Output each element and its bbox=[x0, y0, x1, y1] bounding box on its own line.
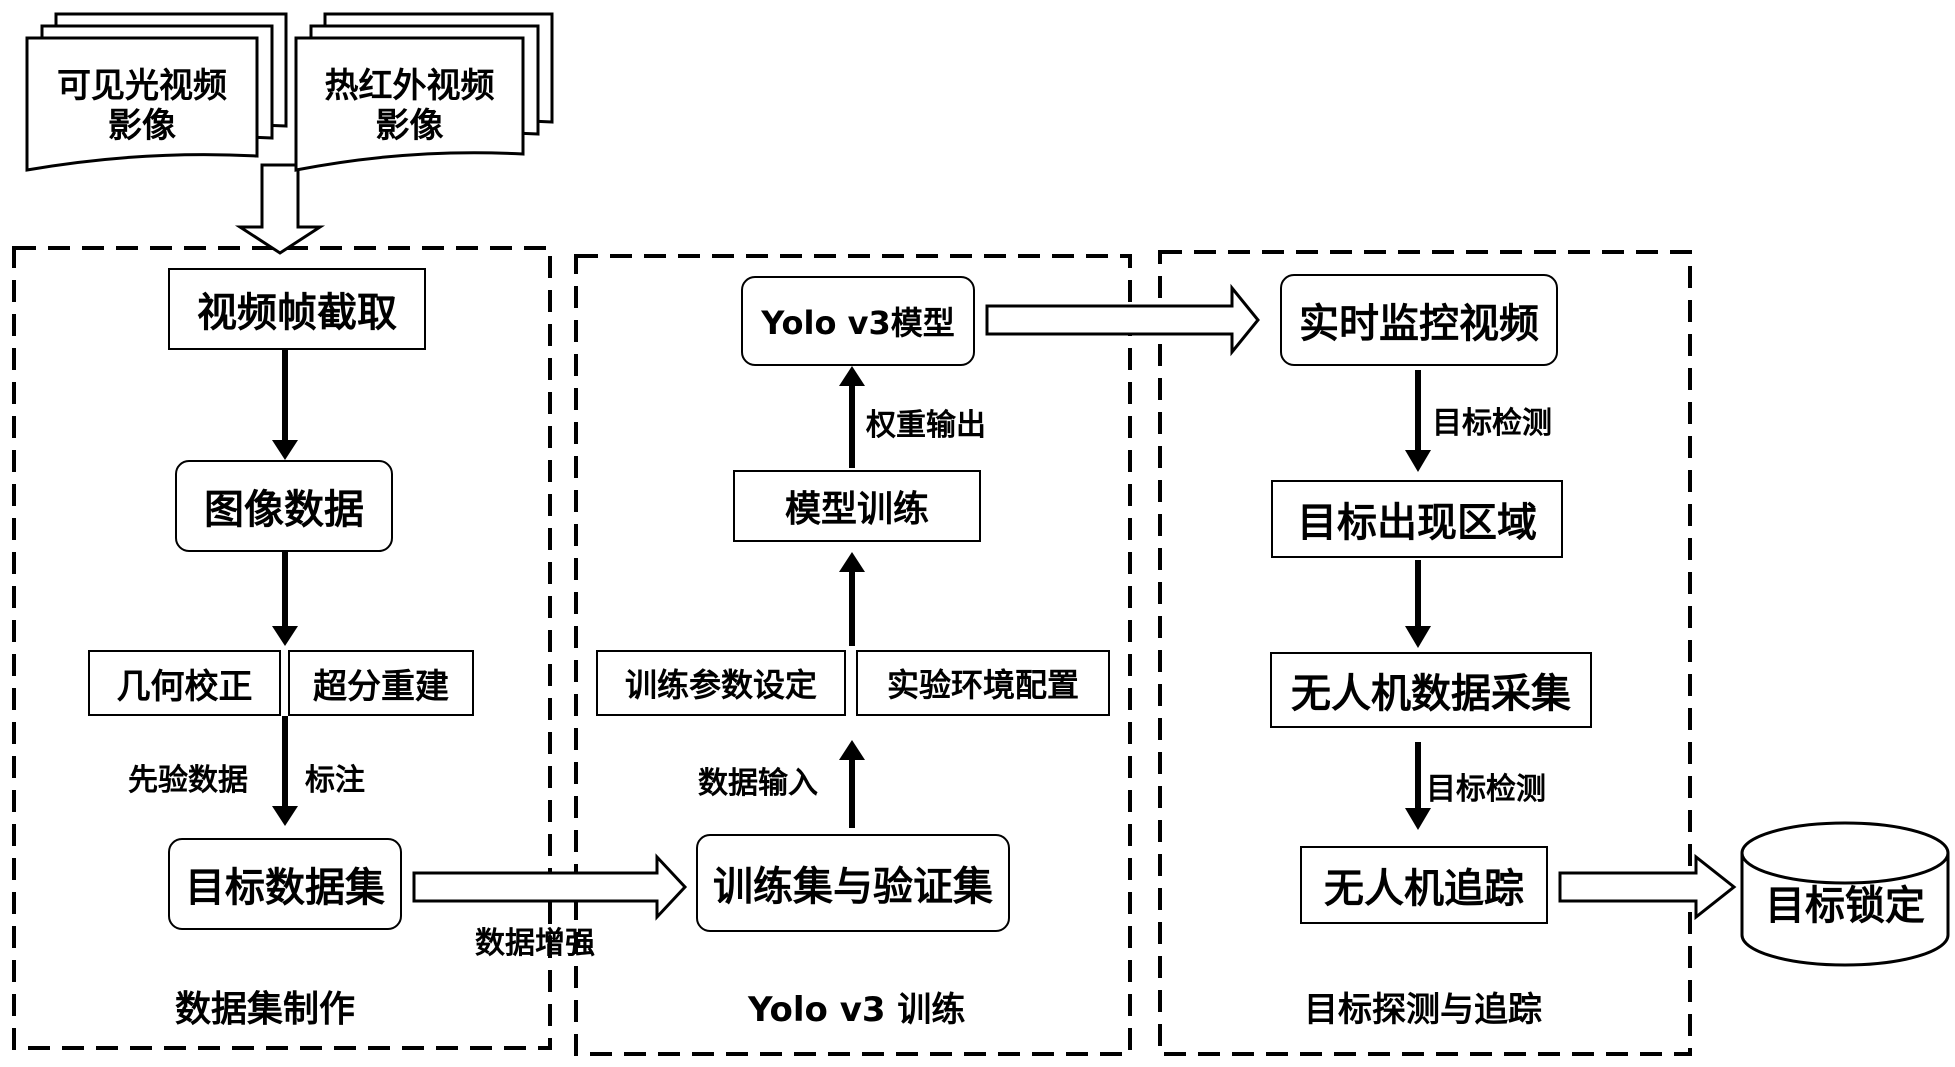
target-detection-label-1: 目标检测 bbox=[1432, 406, 1552, 441]
frame-capture-box: 视频帧截取 bbox=[168, 268, 426, 350]
dataset-section-frame bbox=[12, 246, 552, 1050]
arrow-region-to-uavdata bbox=[1405, 560, 1431, 648]
target-lock-label: 目标锁定 bbox=[1765, 883, 1925, 929]
realtime-video-box: 实时监控视频 bbox=[1280, 274, 1558, 366]
thermal-video-label: 热红外视频 影像 bbox=[296, 66, 523, 146]
geometric-correction-box: 几何校正 bbox=[88, 650, 281, 716]
model-hollow-arrow bbox=[985, 283, 1260, 357]
visible-video-label: 可见光视频 影像 bbox=[27, 66, 257, 146]
dataset-section-title: 数据集制作 bbox=[175, 989, 356, 1030]
arrow-trainset-to-params bbox=[839, 740, 865, 828]
data-augmentation-label: 数据增强 bbox=[475, 926, 595, 961]
uav-tracking-box: 无人机追踪 bbox=[1300, 846, 1548, 924]
visible-video-doc-stack bbox=[25, 12, 288, 172]
training-section-frame bbox=[574, 254, 1132, 1056]
weight-output-label: 权重输出 bbox=[866, 408, 986, 443]
train-val-set-box: 训练集与验证集 bbox=[696, 834, 1010, 932]
arrow-params-to-training bbox=[839, 552, 865, 646]
target-lock-cylinder bbox=[1740, 821, 1950, 967]
super-resolution-box: 超分重建 bbox=[288, 650, 474, 716]
annotation-label: 标注 bbox=[305, 763, 365, 798]
yolo-model-box: Yolo v3模型 bbox=[741, 276, 975, 366]
arrow-training-to-model bbox=[839, 366, 865, 468]
lock-hollow-arrow bbox=[1558, 853, 1737, 921]
visible-video-line2: 影像 bbox=[108, 106, 176, 146]
target-detection-label-2: 目标检测 bbox=[1426, 772, 1546, 807]
thermal-video-doc-stack bbox=[294, 12, 554, 172]
augmentation-hollow-arrow bbox=[412, 853, 688, 921]
arrow-image-to-correction bbox=[272, 552, 298, 646]
image-data-box: 图像数据 bbox=[175, 460, 393, 552]
prior-data-label: 先验数据 bbox=[128, 763, 248, 798]
training-params-box: 训练参数设定 bbox=[596, 650, 846, 716]
thermal-video-line2: 影像 bbox=[375, 106, 444, 146]
arrow-frame-to-image bbox=[272, 350, 298, 460]
training-section-title: Yolo v3 训练 bbox=[748, 990, 966, 1030]
env-config-box: 实验环境配置 bbox=[856, 650, 1110, 716]
model-training-box: 模型训练 bbox=[733, 470, 981, 542]
arrow-uavdata-to-tracking bbox=[1405, 742, 1431, 830]
visible-video-line1: 可见光视频 bbox=[57, 66, 227, 106]
uav-data-collection-box: 无人机数据采集 bbox=[1270, 652, 1592, 728]
target-region-box: 目标出现区域 bbox=[1271, 480, 1563, 558]
data-input-label: 数据输入 bbox=[698, 766, 818, 801]
arrow-correction-to-dataset bbox=[272, 716, 298, 826]
tracking-section-title: 目标探测与追踪 bbox=[1304, 990, 1542, 1030]
target-dataset-box: 目标数据集 bbox=[168, 838, 402, 930]
input-hollow-arrow bbox=[234, 163, 326, 255]
tracking-section-frame bbox=[1158, 250, 1692, 1056]
thermal-video-line1: 热红外视频 bbox=[324, 66, 495, 106]
arrow-video-to-region bbox=[1405, 370, 1431, 472]
